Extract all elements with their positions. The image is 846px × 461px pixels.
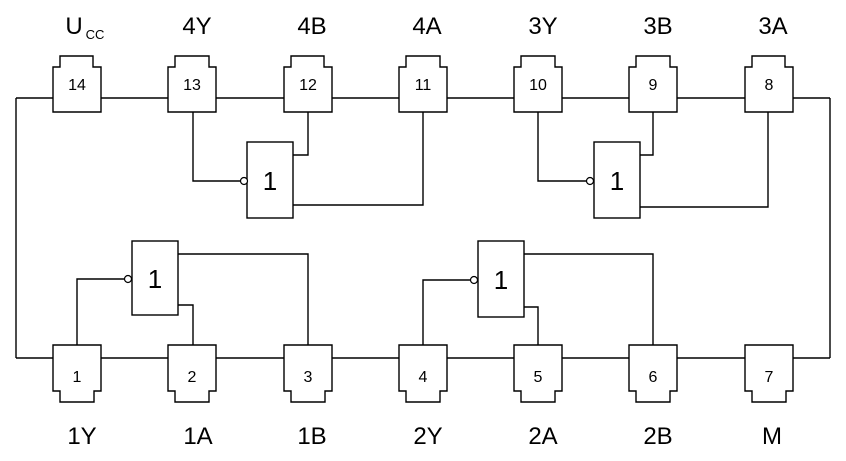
pin-number: 4 bbox=[419, 369, 428, 386]
gate-2: 1 bbox=[469, 240, 525, 318]
gate-3-symbol: 1 bbox=[610, 166, 624, 196]
gate-1-symbol: 1 bbox=[148, 264, 162, 294]
pin-8: 8 bbox=[744, 55, 794, 113]
top-pins: 14 13 12 11 10 9 8 bbox=[52, 55, 794, 113]
bottom-labels: 1Y 1A 1B 2Y 2A 2B M bbox=[67, 423, 782, 450]
bottom-pins: 1 2 3 4 5 6 7 bbox=[52, 344, 794, 403]
label-2y: 2Y bbox=[413, 423, 442, 450]
label-4b: 4B bbox=[297, 13, 326, 40]
wires bbox=[15, 97, 831, 359]
pin-number: 8 bbox=[765, 77, 774, 94]
label-1b: 1B bbox=[297, 423, 326, 450]
label-1y: 1Y bbox=[67, 423, 96, 450]
pin-number: 12 bbox=[299, 77, 317, 94]
pin-1: 1 bbox=[52, 344, 102, 403]
label-4a: 4A bbox=[412, 13, 441, 40]
label-m: M bbox=[762, 423, 782, 450]
label-3a: 3A bbox=[758, 13, 787, 40]
pin-5: 5 bbox=[513, 344, 563, 403]
pin-number: 10 bbox=[529, 77, 547, 94]
gate-4-symbol: 1 bbox=[263, 166, 277, 196]
pin-3: 3 bbox=[283, 344, 333, 403]
pin-number: 6 bbox=[649, 369, 658, 386]
pin-number: 2 bbox=[188, 369, 197, 386]
pin-number: 11 bbox=[415, 77, 432, 94]
pin-13: 13 bbox=[167, 55, 217, 113]
pin-9: 9 bbox=[628, 55, 678, 113]
gate-4: 1 bbox=[239, 141, 294, 219]
top-labels: U CC 4Y 4B 4A 3Y 3B 3A bbox=[65, 13, 787, 42]
label-3y: 3Y bbox=[528, 13, 557, 40]
pin-number: 13 bbox=[183, 77, 201, 94]
pin-number: 5 bbox=[534, 369, 543, 386]
pin-10: 10 bbox=[513, 55, 563, 113]
label-4y: 4Y bbox=[182, 13, 211, 40]
label-2b: 2B bbox=[643, 423, 672, 450]
gate-3: 1 bbox=[585, 141, 641, 219]
pin-11: 11 bbox=[398, 55, 448, 113]
pin-7: 7 bbox=[744, 344, 794, 403]
label-ucc-subscript: CC bbox=[86, 27, 105, 42]
label-3b: 3B bbox=[643, 13, 672, 40]
gate-2-symbol: 1 bbox=[494, 265, 508, 295]
label-ucc: U bbox=[65, 13, 82, 40]
pin-number: 9 bbox=[649, 77, 658, 94]
pin-number: 1 bbox=[73, 369, 82, 386]
pin-number: 7 bbox=[765, 369, 774, 386]
pin-14: 14 bbox=[52, 55, 102, 113]
label-2a: 2A bbox=[528, 423, 557, 450]
pin-number: 14 bbox=[68, 77, 86, 94]
gate-1: 1 bbox=[123, 240, 179, 316]
pin-4: 4 bbox=[398, 344, 448, 403]
pin-number: 3 bbox=[304, 369, 313, 386]
label-1a: 1A bbox=[183, 423, 212, 450]
pin-12: 12 bbox=[283, 55, 333, 113]
pin-2: 2 bbox=[167, 344, 217, 403]
pin-6: 6 bbox=[628, 344, 678, 403]
